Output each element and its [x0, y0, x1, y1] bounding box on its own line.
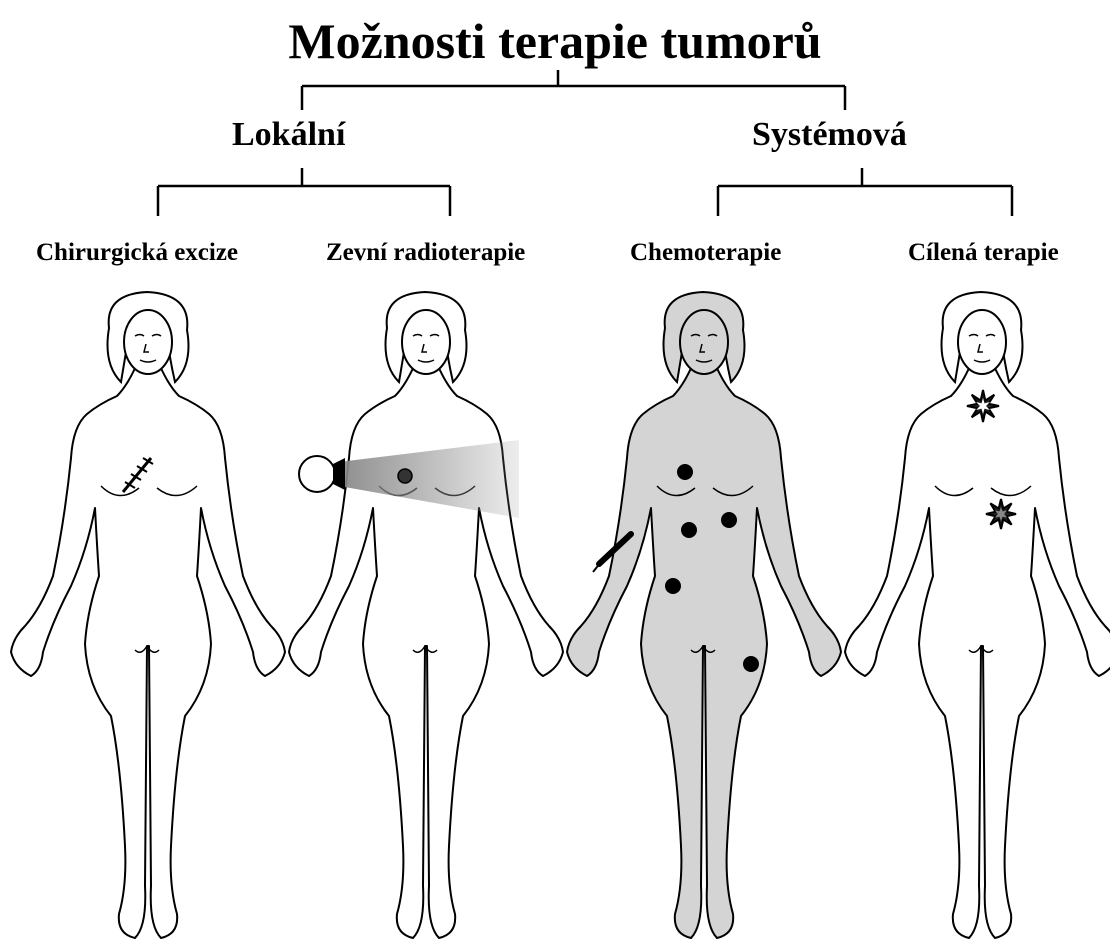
- body-outline: [845, 292, 1110, 938]
- metastasis-dot-2: [681, 522, 697, 538]
- metastasis-dot-4: [665, 578, 681, 594]
- torso-limbs: [845, 366, 1110, 938]
- body-outline: [567, 292, 841, 938]
- face: [402, 310, 450, 374]
- local-connector: [158, 168, 450, 216]
- torso-limbs: [11, 366, 285, 938]
- therapy-radiotherapy-label: Zevní radioterapie: [326, 240, 525, 265]
- diagram-title: Možnosti terapie tumorů: [0, 16, 1110, 66]
- metastasis-dot-1: [677, 464, 693, 480]
- therapy-chemotherapy-label: Chemoterapie: [630, 240, 781, 265]
- figure-surgery: [1, 286, 281, 946]
- systemic-connector: [718, 168, 1012, 216]
- figure-chemotherapy: [557, 286, 837, 946]
- category-local: Lokální: [232, 118, 345, 152]
- face: [124, 310, 172, 374]
- figure-targeted: [835, 286, 1110, 946]
- metastasis-dot-5: [743, 656, 759, 672]
- tumor-target: [398, 469, 412, 483]
- metastasis-dot-3: [721, 512, 737, 528]
- therapy-targeted-label: Cílená terapie: [908, 240, 1059, 265]
- figure-radiotherapy: [279, 286, 559, 946]
- face: [958, 310, 1006, 374]
- category-systemic: Systémová: [752, 118, 907, 152]
- torso-limbs: [567, 366, 841, 938]
- face: [680, 310, 728, 374]
- collimator: [333, 458, 345, 490]
- body-outline: [11, 292, 285, 938]
- root-connector: [302, 70, 845, 110]
- radiation-source: [299, 456, 335, 492]
- therapy-surgery-label: Chirurgická excize: [36, 240, 238, 265]
- body-outline: [289, 292, 563, 938]
